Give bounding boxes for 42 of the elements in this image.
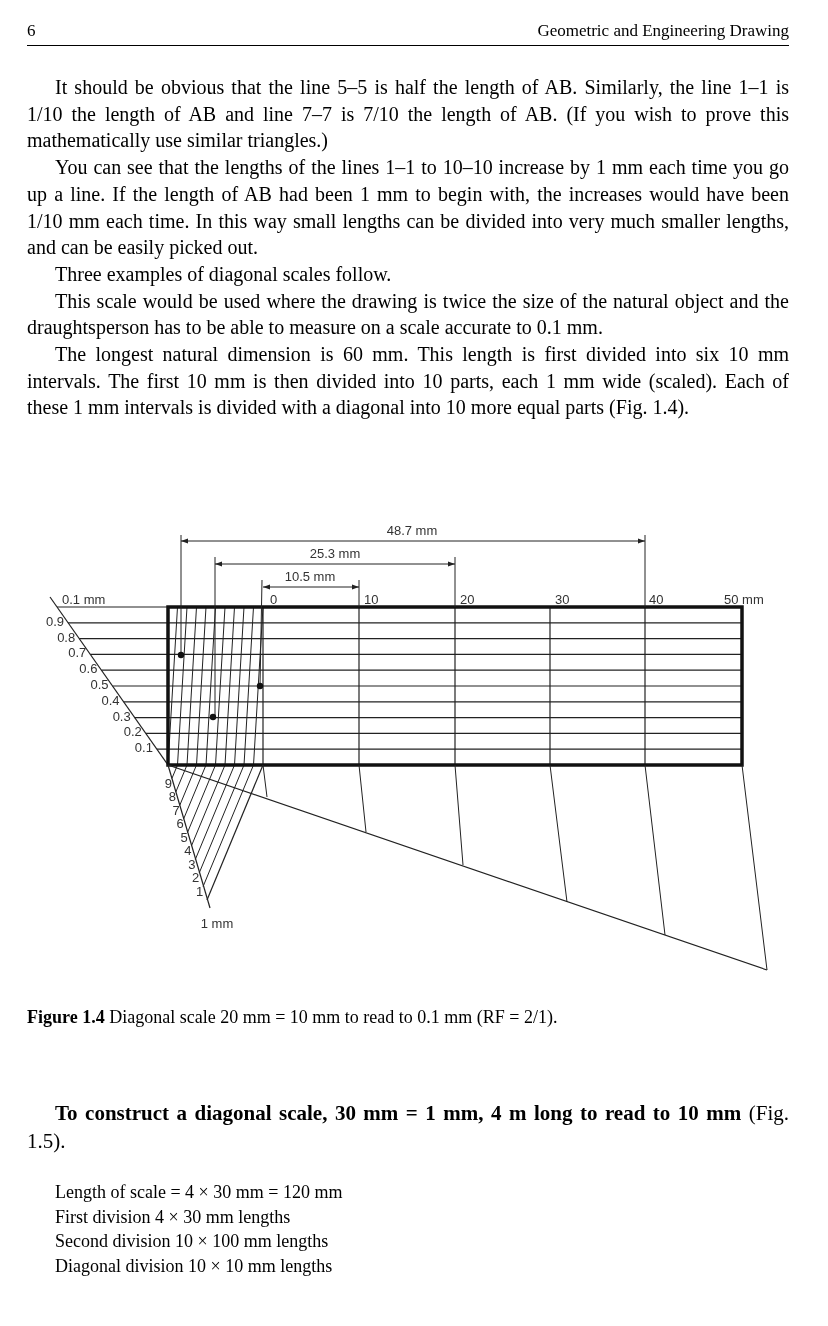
list-line: Second division 10 × 100 mm lengths [55,1230,330,1253]
scale-label: 50 mm [724,593,764,606]
scale-label: 0.2 [123,724,142,738]
scale-label: 0.7 [68,645,87,659]
section-heading: To construct a diagonal scale, 30 mm = 1 mm, 4 m long to read to 10 mm (Fig. 1.5). [27,1100,789,1155]
scale-label: 4 [184,843,192,857]
scale-label: 40 [649,593,664,606]
body-paragraph: The longest natural dimension is 60 mm. This length is first divided into six 10 mm intervals. The first 10 mm is then divided into 10 parts, each 1 mm wide (scaled). Each of these 1 mm intervals is divided with a diagonal into 10 more equal parts (Fig. 1.4). [27,342,789,421]
scale-label: 7 [172,803,180,816]
dimension-label: 25.3 mm [309,547,361,560]
list-line: First division 4 × 30 mm lengths [55,1205,292,1229]
scale-label: 20 [460,593,475,606]
scale-label: 1 [196,884,204,897]
scale-label: 0.1 mm [62,593,106,606]
scale-label: 5 [180,830,188,843]
body-paragraph: It should be obvious that the line 5–5 is half the length of AB. Similarly, the line 1–1 is 1/10 the length of AB and line 7–7 is 7/10 the length of AB. (If you wish to prove this mathematically use similar triangles.) [27,75,789,154]
list-line: Length of scale = 4 × 30 mm = 120 mm [55,1181,343,1204]
scale-label: 0.4 [101,693,120,707]
scale-label: 2 [192,870,200,884]
scale-label: 0.8 [57,630,76,644]
list-line: Diagonal division 10 × 10 mm lengths [55,1254,334,1278]
body-paragraph: This scale would be used where the drawing is twice the size of the natural object and the draughtsperson has to be able to measure on a scale accurate to 0.1 mm. [27,288,789,341]
scale-label: 3 [188,857,196,870]
scale-label: 10 [364,593,379,606]
scale-label: 0.5 [90,677,109,691]
page-number: 6 [27,19,36,42]
scale-label: 9 [164,776,173,789]
body-paragraph: Three examples of diagonal scales follow. [54,261,393,288]
scale-label: 8 [168,789,176,803]
dimension-label: 10.5 mm [284,570,336,583]
body-paragraph: You can see that the lengths of the lines 1–1 to 10–10 increase by 1 mm each time you go up a line. If the length of AB had been 1 mm to begin with, the increases would have been 1/10 mm each time. In this way small lengths can be divided into very much smaller lengths, and can be easily picked out. [27,155,789,261]
running-header: Geometric and Engineering Drawing [537,19,789,42]
figure-caption: Figure 1.4 Diagonal scale 20 mm = 10 mm to read to 0.1 mm (RF = 2/1). [27,1006,558,1029]
scale-label: 0.9 [46,614,65,628]
scale-label: 0.1 [134,740,153,754]
scale-label: 30 [555,593,570,606]
scale-label: 1 mm [200,917,234,930]
scale-label: 0 [270,593,278,606]
scale-label: 6 [176,816,184,830]
scale-label: 0.3 [112,709,131,723]
dimension-label: 48.7 mm [386,524,438,537]
scale-label: 0.6 [79,661,98,675]
